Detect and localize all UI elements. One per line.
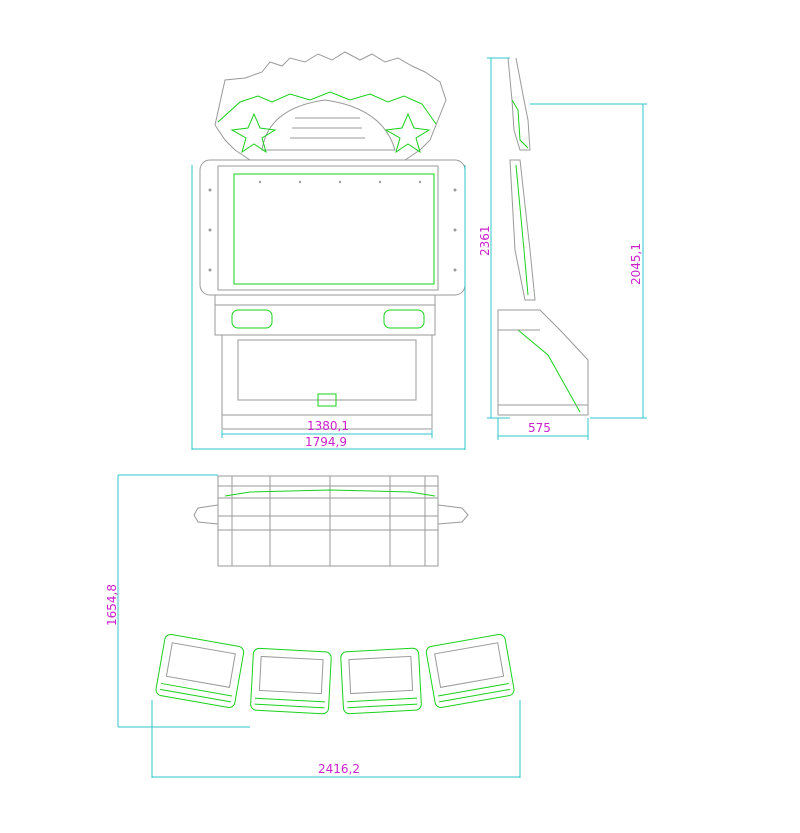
front-screen-bezel xyxy=(217,165,439,291)
side-top-sign-green xyxy=(511,99,529,149)
plan-side-wing-right xyxy=(437,504,469,525)
side-lower-body xyxy=(497,309,589,416)
front-star-left xyxy=(230,112,277,154)
front-screen-bolts xyxy=(208,180,457,272)
plan-cabinet-lines xyxy=(218,476,438,566)
dim-side-height-body: 2045,1 xyxy=(629,243,643,285)
front-lower-latch xyxy=(317,393,337,407)
dim-plan-depth-total: 1654,8 xyxy=(105,584,119,626)
front-sign-slots xyxy=(290,117,365,139)
front-screen-housing xyxy=(199,159,466,296)
side-screen-green xyxy=(515,164,529,296)
side-screen xyxy=(509,159,536,301)
front-star-right xyxy=(384,112,431,154)
front-control-right-button xyxy=(383,309,425,329)
dim-plan-width-total: 2416,2 xyxy=(318,762,360,776)
front-lower-door xyxy=(237,339,417,401)
plan-view: 1654,8 2416,2 xyxy=(105,474,521,778)
dim-side-height-total: 2361 xyxy=(478,225,492,256)
front-control-left-button xyxy=(231,309,273,329)
front-view: 1380,1 1794,9 xyxy=(191,51,466,450)
plan-top-green xyxy=(224,489,436,497)
front-screen-panel xyxy=(233,173,435,285)
plan-unit-4 xyxy=(425,633,515,709)
front-top-sign-outline xyxy=(214,51,447,161)
plan-unit-1 xyxy=(155,633,245,709)
plan-cabinet-top xyxy=(217,475,439,567)
dim-side-depth: 575 xyxy=(528,421,551,435)
dim-front-width-inner: 1380,1 xyxy=(307,419,349,433)
front-top-sign-arch xyxy=(261,99,396,151)
plan-unit-2 xyxy=(250,647,332,715)
dim-front-width-total: 1794,9 xyxy=(305,435,347,449)
plan-unit-3 xyxy=(340,647,422,715)
plan-side-wing-left xyxy=(193,504,219,525)
side-console-slope xyxy=(517,329,581,413)
side-top-sign xyxy=(507,57,531,151)
front-control-band xyxy=(214,294,436,336)
front-base xyxy=(221,414,433,430)
front-top-sign-inner xyxy=(217,91,437,125)
side-view: 2361 2045,1 575 xyxy=(478,57,647,440)
front-lower-cabinet xyxy=(221,334,433,416)
